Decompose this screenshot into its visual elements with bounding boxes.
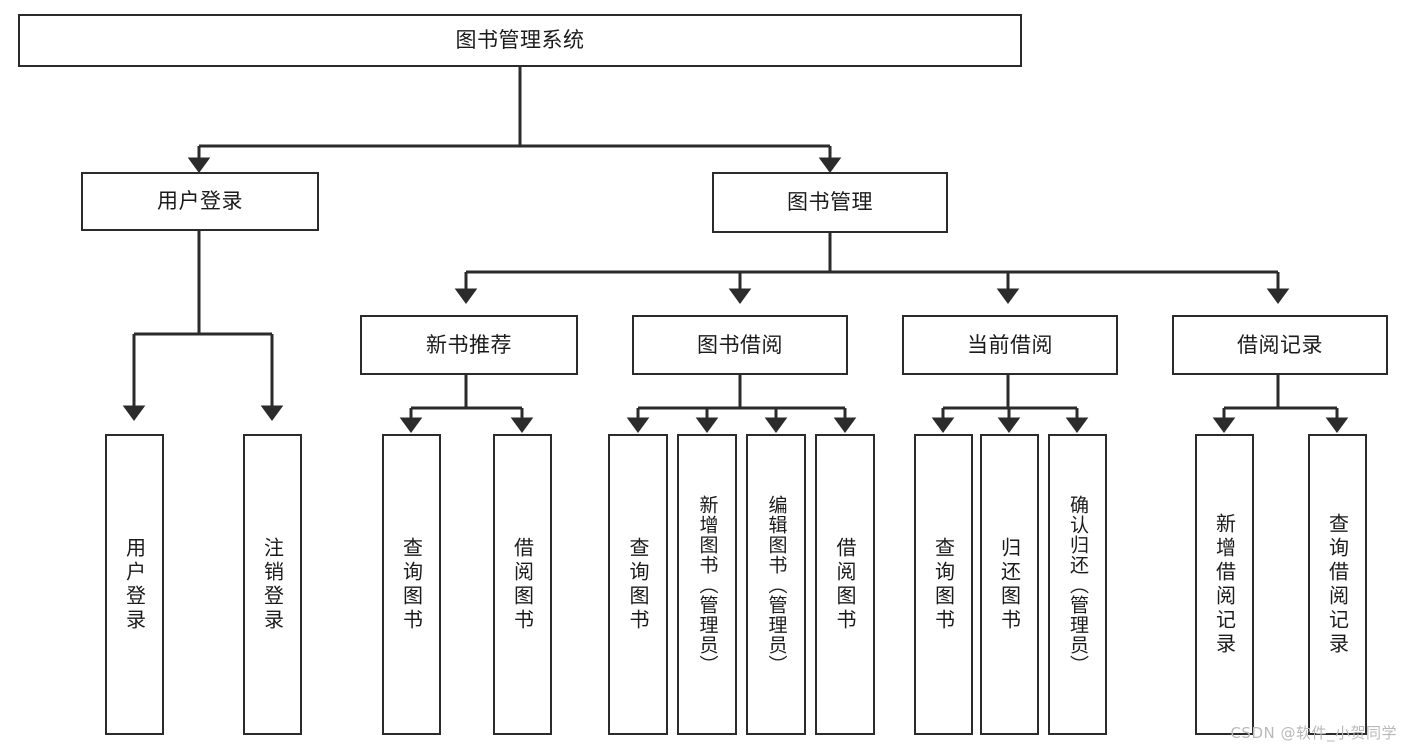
- node-book-management-label: 图书管理: [787, 190, 873, 215]
- node-leaf-borrow-book-2[interactable]: 借阅图书: [815, 434, 875, 735]
- node-leaf-user-login-label: 用户登录: [122, 536, 147, 633]
- node-root[interactable]: 图书管理系统: [18, 14, 1022, 67]
- node-leaf-edit-book-label: 编辑图书（管理员）: [765, 494, 788, 675]
- node-leaf-query-record[interactable]: 查询借阅记录: [1308, 434, 1367, 735]
- node-leaf-user-logout[interactable]: 注销登录: [243, 434, 302, 735]
- node-leaf-query-book-2[interactable]: 查询图书: [608, 434, 668, 735]
- node-new-book-recommend[interactable]: 新书推荐: [360, 315, 578, 375]
- node-leaf-borrow-book-2-label: 借阅图书: [833, 536, 857, 633]
- node-book-borrow-label: 图书借阅: [697, 332, 783, 357]
- node-leaf-confirm-return[interactable]: 确认归还（管理员）: [1048, 434, 1107, 735]
- node-leaf-borrow-book-1-label: 借阅图书: [510, 536, 535, 633]
- node-leaf-borrow-book-1[interactable]: 借阅图书: [493, 434, 552, 735]
- node-leaf-user-logout-label: 注销登录: [260, 536, 285, 633]
- node-leaf-query-record-label: 查询借阅记录: [1325, 512, 1350, 657]
- node-user-login-label: 用户登录: [157, 189, 243, 214]
- node-leaf-return-book-label: 归还图书: [997, 536, 1022, 633]
- node-book-management[interactable]: 图书管理: [712, 172, 948, 233]
- node-leaf-return-book[interactable]: 归还图书: [980, 434, 1039, 735]
- node-borrow-record-label: 借阅记录: [1237, 332, 1323, 357]
- node-leaf-query-book-1-label: 查询图书: [399, 536, 424, 633]
- node-new-book-recommend-label: 新书推荐: [426, 332, 512, 357]
- node-leaf-confirm-return-label: 确认归还（管理员）: [1067, 494, 1089, 675]
- node-leaf-query-book-2-label: 查询图书: [626, 536, 650, 633]
- node-leaf-query-book-1[interactable]: 查询图书: [382, 434, 441, 735]
- node-leaf-edit-book[interactable]: 编辑图书（管理员）: [746, 434, 806, 735]
- node-root-label: 图书管理系统: [455, 28, 585, 53]
- node-current-borrow-label: 当前借阅: [967, 332, 1053, 357]
- node-current-borrow[interactable]: 当前借阅: [902, 315, 1118, 375]
- node-user-login[interactable]: 用户登录: [81, 172, 319, 231]
- node-leaf-add-book[interactable]: 新增图书（管理员）: [677, 434, 737, 735]
- node-leaf-query-book-3[interactable]: 查询图书: [914, 434, 973, 735]
- node-book-borrow[interactable]: 图书借阅: [632, 315, 848, 375]
- node-leaf-add-book-label: 新增图书（管理员）: [696, 494, 719, 675]
- node-leaf-user-login[interactable]: 用户登录: [105, 434, 164, 735]
- node-leaf-add-record[interactable]: 新增借阅记录: [1195, 434, 1254, 735]
- node-leaf-add-record-label: 新增借阅记录: [1212, 512, 1237, 657]
- node-borrow-record[interactable]: 借阅记录: [1172, 315, 1388, 375]
- node-leaf-query-book-3-label: 查询图书: [931, 536, 956, 633]
